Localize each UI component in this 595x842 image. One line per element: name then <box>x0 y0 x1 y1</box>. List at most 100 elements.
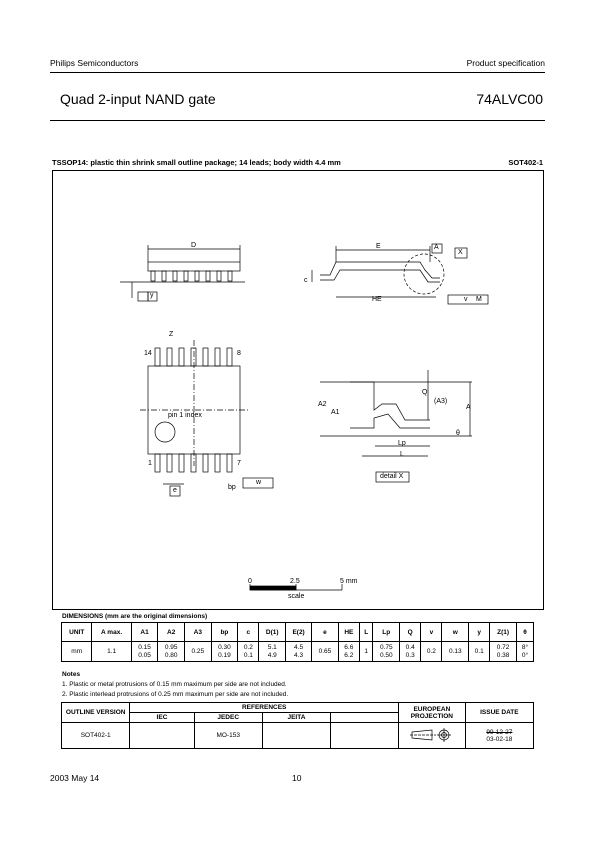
td-v: 0.2 <box>420 641 443 662</box>
td-lp: 0.75 0.50 <box>372 641 401 662</box>
th-e-pitch: e <box>311 622 339 642</box>
th-d: D(1) <box>258 622 287 642</box>
references-header: REFERENCES <box>129 702 399 713</box>
label-a-height: A <box>466 404 471 411</box>
projection-symbol <box>398 722 466 749</box>
td-w: 0.13 <box>441 641 470 662</box>
label-lp: Lp <box>398 440 406 447</box>
european-projection-header: EUROPEAN PROJECTION <box>398 702 466 723</box>
td-a1: 0.15 0.05 <box>130 641 159 662</box>
outline-version-value: SOT402-1 <box>60 722 131 749</box>
label-a3: (A3) <box>434 398 448 405</box>
side-view-body <box>147 261 241 272</box>
part-number: 74ALVC00 <box>476 91 543 107</box>
label-bp: bp <box>228 484 236 491</box>
detail-x-lead <box>350 381 430 421</box>
issue-date-values: 99-12-27 03-02-18 <box>464 722 535 749</box>
label-detail-x: detail X <box>380 473 404 480</box>
td-q: 0.4 0.3 <box>399 641 422 662</box>
footer-date: 2003 May 14 <box>50 773 100 783</box>
th-w: w <box>441 622 470 642</box>
label-pin1: 1 <box>148 460 152 467</box>
scale-bar <box>249 584 343 591</box>
td-e-pitch: 0.65 <box>311 641 339 662</box>
th-theta: θ <box>515 622 535 642</box>
td-bp: 0.30 0.19 <box>210 641 239 662</box>
label-e: E <box>376 243 381 250</box>
label-pin14: 14 <box>144 350 152 357</box>
issue-date-header: ISSUE DATE <box>464 702 535 723</box>
label-a-datum: A <box>434 244 439 251</box>
dimensions-table: UNIT A max. A1 A2 A3 bp c D(1) E(2) e HE… <box>60 622 535 662</box>
drawing-frame <box>52 170 544 610</box>
td-a3: 0.25 <box>184 641 212 662</box>
iec-header: IEC <box>129 712 195 723</box>
label-a1: A1 <box>331 409 340 416</box>
document-title: Quad 2-input NAND gate <box>60 91 216 107</box>
note-1: 1. Plastic or metal protrusions of 0.15 … <box>62 681 287 688</box>
th-y: y <box>468 622 491 642</box>
label-e-pitch: e <box>173 487 177 494</box>
th-a1: A1 <box>130 622 159 642</box>
scale-label: scale <box>288 593 305 600</box>
note-2: 2. Plastic interlead protrusions of 0.25… <box>62 691 289 698</box>
dimensions-heading: DIMENSIONS (mm are the original dimensio… <box>62 613 208 620</box>
top-view-leads-top <box>154 347 233 367</box>
references-spare-value <box>330 722 399 749</box>
th-lp: Lp <box>372 622 401 642</box>
label-y: y <box>150 292 154 299</box>
label-w: w <box>256 479 262 486</box>
notes-heading: Notes <box>62 671 81 678</box>
th-v: v <box>420 622 443 642</box>
th-a2: A2 <box>157 622 185 642</box>
th-a: A max. <box>91 622 132 642</box>
th-unit: UNIT <box>60 622 93 642</box>
jedec-header: JEDEC <box>193 712 263 723</box>
scale-mid: 2.5 <box>290 578 300 585</box>
package-heading: TSSOP14: plastic thin shrink small outli… <box>52 158 341 167</box>
jedec-value: MO-153 <box>193 722 263 749</box>
th-c: c <box>237 622 260 642</box>
jeita-header: JEITA <box>261 712 332 723</box>
td-e: 4.5 4.3 <box>285 641 313 662</box>
td-theta: 8° 0° <box>515 641 535 662</box>
package-code: SOT402-1 <box>508 158 543 167</box>
document-type: Product specification <box>466 58 545 68</box>
references-table: OUTLINE VERSION REFERENCES EUROPEAN PROJ… <box>60 702 535 749</box>
label-c: c <box>304 277 308 284</box>
label-theta: θ <box>456 430 460 437</box>
td-c: 0.2 0.1 <box>237 641 260 662</box>
label-he: HE <box>372 296 382 303</box>
footer-page: 10 <box>292 773 302 783</box>
outline-version-header: OUTLINE VERSION <box>60 702 131 723</box>
th-z: Z(1) <box>489 622 517 642</box>
label-pin8: 8 <box>237 350 241 357</box>
th-e: E(2) <box>285 622 313 642</box>
iec-value <box>129 722 195 749</box>
label-x: X <box>458 249 463 256</box>
label-a2: A2 <box>318 401 327 408</box>
dimensions-header-row: UNIT A max. A1 A2 A3 bp c D(1) E(2) e HE… <box>60 622 535 642</box>
label-pin7: 7 <box>237 460 241 467</box>
references-spare-header <box>330 712 399 723</box>
label-m: M <box>476 296 482 303</box>
jeita-value <box>261 722 332 749</box>
pin1-index-circle <box>154 421 176 443</box>
label-z: Z <box>169 331 174 338</box>
th-q: Q <box>399 622 422 642</box>
top-view-leads-bottom <box>154 453 233 473</box>
side-view-leads <box>150 270 233 282</box>
label-q: Q <box>422 389 428 396</box>
label-v: v <box>464 296 468 303</box>
projection-symbol-icon <box>409 727 451 742</box>
dimensions-data-row: mm 1.1 0.15 0.05 0.95 0.80 0.25 0.30 0.1… <box>60 641 535 662</box>
td-unit: mm <box>60 641 93 662</box>
th-he: HE <box>337 622 360 642</box>
th-a3: A3 <box>184 622 212 642</box>
side-view-profile <box>320 261 440 279</box>
issue-date-old: 99-12-27 <box>486 728 513 736</box>
company-name: Philips Semiconductors <box>50 58 139 68</box>
issue-date-new: 03-02-18 <box>486 735 513 743</box>
header-rule-top <box>50 72 545 73</box>
